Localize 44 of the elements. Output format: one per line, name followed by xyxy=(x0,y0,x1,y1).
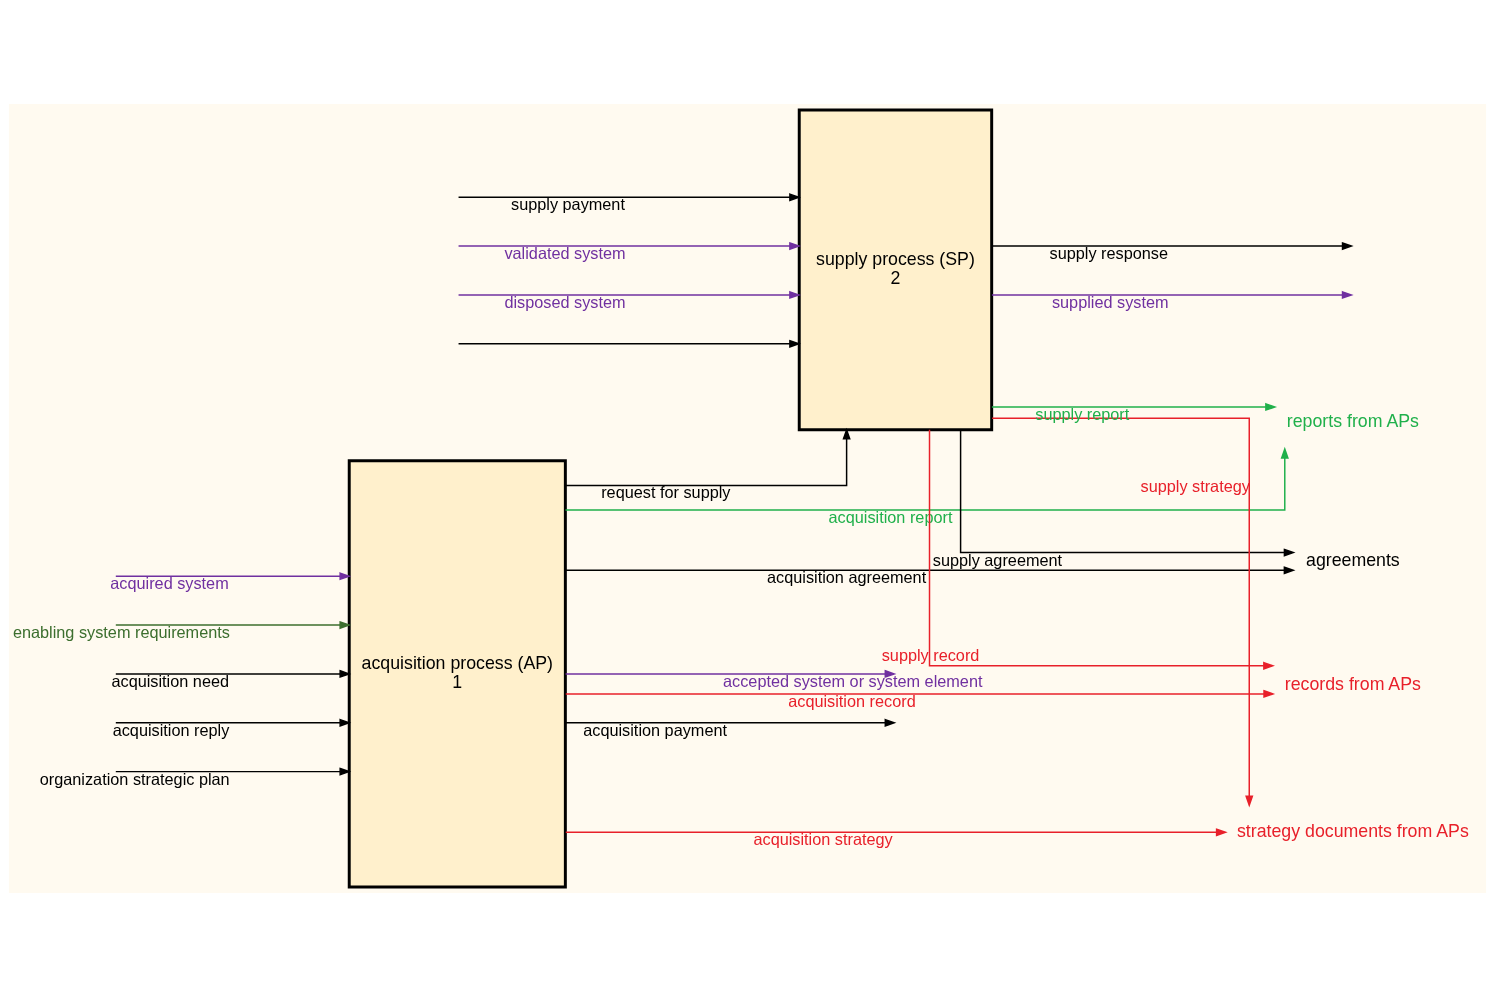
edge-label: accepted system or system element xyxy=(723,671,983,690)
edge-label: supply agreement xyxy=(932,550,1063,569)
edge-label: supplied system xyxy=(1051,292,1169,311)
arrow xyxy=(564,446,1289,511)
arrow xyxy=(991,417,1254,808)
arrow xyxy=(115,767,352,776)
node-text: agreements xyxy=(1306,550,1400,570)
node-text: strategy documents from APs xyxy=(1236,820,1469,841)
node-box: acquisition process (AP) 1 xyxy=(347,459,567,889)
edge-label: supply payment xyxy=(511,195,625,214)
node-box: supply process (SP) 2 xyxy=(797,108,994,432)
edge-label: disposed system xyxy=(504,292,626,311)
edge-label: enabling system requirements xyxy=(12,623,230,642)
arrow xyxy=(115,669,352,679)
edge-label: supply response xyxy=(1049,244,1168,263)
edge-label: validated system xyxy=(504,244,626,263)
arrow xyxy=(457,290,801,300)
arrow xyxy=(565,427,851,487)
arrow xyxy=(457,241,801,251)
edge-label: acquisition reply xyxy=(112,720,230,739)
arrow xyxy=(115,718,352,727)
arrow xyxy=(565,689,1276,699)
node-text: records from APs xyxy=(1284,674,1421,695)
edge-label: organization strategic plan xyxy=(39,769,230,788)
edge-label: supply record xyxy=(881,646,980,665)
edge-label: acquisition payment xyxy=(583,720,728,739)
arrow xyxy=(457,193,801,202)
arrow xyxy=(565,828,1228,837)
arrow xyxy=(928,428,1275,670)
edge-label: acquisition strategy xyxy=(753,830,893,849)
edge-label: acquired system xyxy=(110,574,229,593)
edge-label: supply strategy xyxy=(1140,476,1250,495)
arrow xyxy=(457,339,801,348)
arrow xyxy=(565,566,1296,575)
node-text: reports from APs xyxy=(1286,410,1419,431)
arrow xyxy=(991,290,1354,300)
arrow xyxy=(115,572,352,581)
edge-label: acquisition agreement xyxy=(767,568,927,587)
arrow xyxy=(115,620,352,630)
edge-label: acquisition record xyxy=(788,691,916,710)
edge-label: request for supply xyxy=(601,483,731,502)
arrow xyxy=(959,429,1296,557)
edge-label: acquisition need xyxy=(111,671,230,690)
arrow xyxy=(991,402,1278,412)
